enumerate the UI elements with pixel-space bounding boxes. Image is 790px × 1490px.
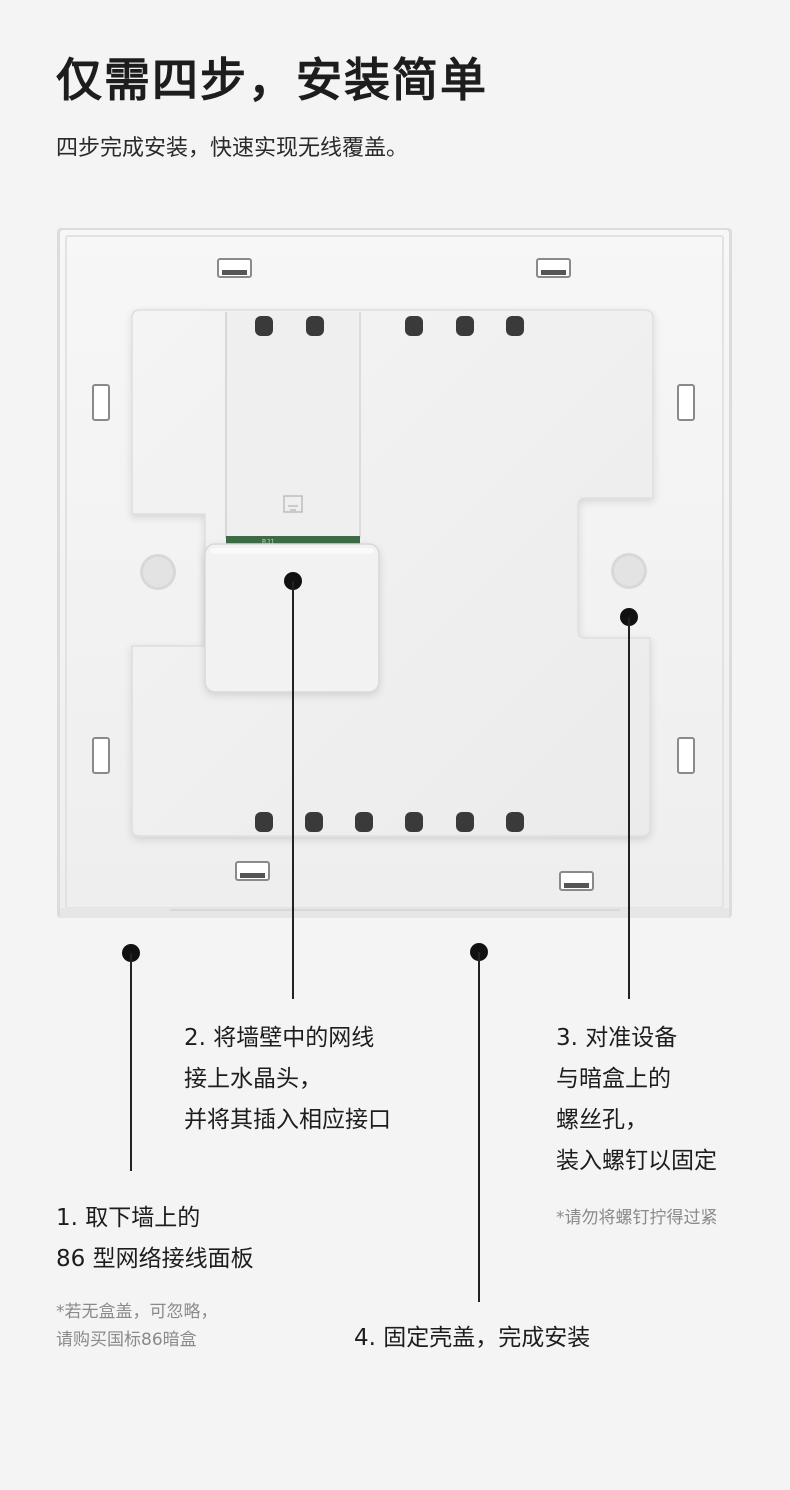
step-1-note: *若无盒盖，可忽略， 请购买国标86暗盒	[56, 1298, 218, 1354]
step-3-note: *请勿将螺钉拧得过紧	[556, 1204, 718, 1232]
callout-line-step3	[628, 617, 630, 999]
step-4-text: 4. 固定壳盖，完成安装	[354, 1318, 590, 1359]
port-panel	[225, 312, 361, 538]
step-1-line-2: 86 型网络接线面板	[56, 1246, 254, 1272]
step-3-note-line-1: *请勿将螺钉拧得过紧	[556, 1208, 718, 1228]
step-2-line-2: 接上水晶头，	[184, 1066, 322, 1092]
step-2-text: 2. 将墙壁中的网线 接上水晶头， 并将其插入相应接口	[184, 1018, 391, 1141]
page-title: 仅需四步，安装简单	[56, 53, 488, 107]
step-2-line-1: 2. 将墙壁中的网线	[184, 1025, 375, 1051]
step-4-line-1: 4. 固定壳盖，完成安装	[354, 1325, 591, 1351]
step-2-line-3: 并将其插入相应接口	[184, 1107, 391, 1133]
callout-line-step1	[130, 953, 132, 1171]
bottom-vents	[255, 812, 524, 832]
step-3-line-1: 3. 对准设备	[556, 1025, 678, 1051]
step-1-line-1: 1. 取下墙上的	[56, 1205, 201, 1231]
callout-line-step4	[478, 952, 480, 1302]
port-label: RJ1	[262, 538, 275, 546]
step-1-note-line-2: 请购买国标86暗盒	[56, 1330, 197, 1350]
step-1-note-line-1: *若无盒盖，可忽略，	[56, 1302, 218, 1322]
callout-line-step2	[292, 581, 294, 999]
step-3-text: 3. 对准设备 与暗盒上的 螺丝孔， 装入螺钉以固定	[556, 1018, 717, 1182]
step-3-line-2: 与暗盒上的	[556, 1066, 671, 1092]
step-1-text: 1. 取下墙上的 86 型网络接线面板	[56, 1198, 254, 1280]
page-subtitle: 四步完成安装，快速实现无线覆盖。	[56, 136, 409, 161]
screw-holes	[140, 553, 647, 590]
step-3-line-4: 装入螺钉以固定	[556, 1148, 717, 1174]
step-3-line-3: 螺丝孔，	[556, 1107, 648, 1133]
pcb-strip	[226, 536, 360, 546]
top-vents	[255, 316, 524, 336]
